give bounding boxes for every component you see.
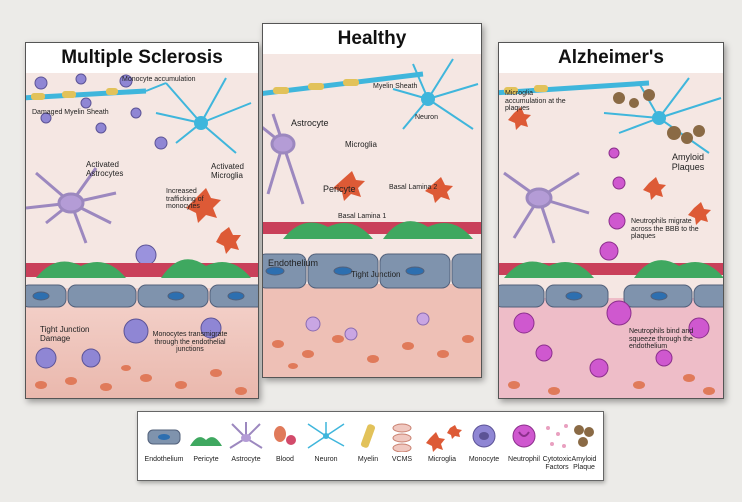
ms-label-monocyte-accumulation: Monocyte accumulation (122, 76, 196, 83)
legend-item-myelin: Myelin (350, 412, 386, 480)
alz-panel-title: Alzheimer's (499, 43, 723, 74)
ms-trafficking-monocyte (135, 244, 157, 266)
legend-item-microglia: Microglia (420, 412, 464, 480)
alz-label-neutrophils-migrate: Neutrophils migrate across the BBB to th… (631, 218, 699, 241)
blood-icon (274, 426, 296, 445)
ms-label-damaged-myelin: Damaged Myelin Sheath (32, 109, 109, 116)
ms-neuron (145, 77, 252, 154)
alz-label-microglia-accumulation: Microglia accumulation at the plaques (505, 90, 566, 113)
ms-label-trafficking: Increased trafficking of monocytes (166, 188, 204, 211)
healthy-endothelium (263, 253, 481, 289)
amyloid-plaque-icon (574, 425, 594, 447)
healthy-label-endothelium: Endothelium (268, 258, 319, 268)
alz-label-neutrophils-bind: Neutrophils bind and squeeze through the… (629, 328, 694, 351)
ms-red-blood-cells (35, 365, 247, 395)
astrocyte-icon (229, 422, 263, 449)
healthy-pericytes (283, 221, 473, 239)
legend-item-neuron: Neuron (304, 412, 348, 480)
healthy-label-basal-lamina-1: Basal Lamina 1 (338, 213, 387, 220)
microglia-icon (426, 425, 462, 452)
pericyte-icon (190, 437, 222, 446)
alz-panel: Alzheimer's (498, 42, 724, 399)
healthy-astrocyte (263, 113, 305, 205)
myelin-icon (360, 424, 376, 448)
healthy-label-myelin-sheath: Myelin Sheath (373, 83, 418, 90)
alz-pericytes (504, 260, 723, 278)
ms-panel: Multiple Sclerosis (25, 42, 259, 399)
cytotoxic-factors-icon (546, 424, 568, 448)
alz-migrating-neutrophils (599, 147, 626, 261)
alz-red-blood-cells (508, 374, 715, 395)
ms-pericytes (36, 259, 251, 278)
healthy-label-microglia: Microglia (345, 140, 378, 149)
alz-astrocyte (503, 171, 590, 244)
healthy-label-neuron: Neuron (415, 114, 438, 121)
healthy-monocytes (305, 312, 430, 341)
healthy-neuron (392, 58, 479, 130)
alz-label-amyloid-plaques: Amyloid Plaques (671, 152, 705, 172)
legend-item-amyloid-plaque: Amyloid Plaque (567, 412, 601, 480)
alz-amyloid-plaques (613, 89, 705, 144)
ms-myelin-axon (26, 88, 147, 101)
endothelium-icon (147, 429, 181, 445)
ms-label-transmigrate: Monocytes transmigrate through the endot… (152, 331, 228, 354)
ms-panel-title: Multiple Sclerosis (26, 43, 258, 74)
ms-activated-microglia (186, 188, 241, 254)
ms-activated-astrocyte (26, 167, 117, 244)
alz-illustration (499, 73, 723, 398)
neuron-icon (307, 422, 345, 449)
ms-blood-monocytes (35, 317, 222, 369)
healthy-label-pericyte: Pericyte (323, 184, 356, 194)
legend-item-cytotoxic-factors: Cytotoxic Factors (538, 412, 576, 480)
healthy-label-astrocyte: Astrocyte (291, 118, 329, 128)
legend-item-pericyte: Pericyte (186, 412, 226, 480)
ms-illustration (26, 73, 258, 398)
alz-endothelium (499, 284, 723, 308)
healthy-myelin-axon (263, 71, 424, 96)
legend-item-endothelium: Endothelium (144, 412, 184, 480)
ms-label-activated-microglia: Activated Microglia (211, 162, 244, 180)
ms-label-tight-junction-damage: Tight Junction Damage (40, 325, 90, 343)
legend-item-vcms: VCMS (384, 412, 420, 480)
ms-label-activated-astrocytes: Activated Astrocytes (86, 160, 124, 178)
healthy-label-basal-lamina-2: Basal Lamina 2 (389, 184, 438, 191)
healthy-red-blood-cells (272, 335, 474, 369)
alz-myelin-axon (499, 80, 650, 96)
legend-item-monocyte: Monocyte (464, 412, 504, 480)
legend-item-blood: Blood (266, 412, 304, 480)
legend: Endothelium Pericyte Astrocyte Blood Neu… (137, 411, 604, 481)
ms-endothelium (26, 284, 258, 308)
neutrophil-icon (512, 424, 536, 448)
legend-item-neutrophil: Neutrophil (504, 412, 544, 480)
healthy-microglia (333, 171, 453, 203)
healthy-label-tight-junction: Tight Junction (351, 270, 401, 279)
healthy-illustration (263, 54, 481, 377)
healthy-panel: Healthy (262, 23, 482, 378)
alz-microglia (508, 107, 711, 225)
monocyte-icon (472, 424, 496, 448)
healthy-panel-title: Healthy (263, 24, 481, 55)
ms-monocytes-top (34, 73, 168, 150)
legend-item-astrocyte: Astrocyte (226, 412, 266, 480)
vcms-icon (392, 423, 412, 452)
alz-blood-neutrophils (513, 300, 710, 378)
